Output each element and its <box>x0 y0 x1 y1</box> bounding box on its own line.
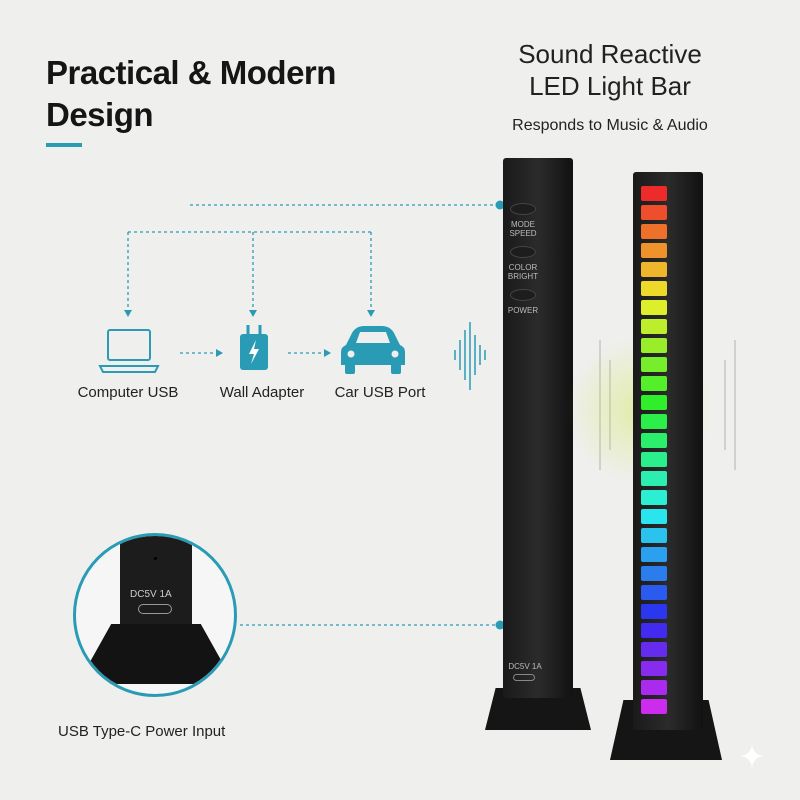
led-segment <box>641 566 667 581</box>
power-adapter-icon <box>240 325 268 370</box>
led-segment <box>641 205 667 220</box>
led-segment <box>641 395 667 410</box>
button-label: MODE <box>511 220 535 229</box>
led-segment <box>641 585 667 600</box>
led-segment <box>641 262 667 277</box>
mode-speed-button[interactable] <box>510 203 536 215</box>
led-column <box>641 186 671 718</box>
led-segment <box>641 281 667 296</box>
led-segment <box>641 243 667 258</box>
button-label: COLOR <box>508 263 538 272</box>
sparkle-icon <box>740 744 764 768</box>
laptop-icon <box>98 329 160 373</box>
heading-line-2: Design <box>46 96 154 133</box>
sound-wave-icon <box>454 322 486 390</box>
car-icon <box>341 326 405 374</box>
led-segment <box>641 604 667 619</box>
product-subtitle: Responds to Music & Audio <box>512 117 708 134</box>
led-segment <box>641 376 667 391</box>
button-label: BRIGHT <box>507 272 539 281</box>
led-segment <box>641 642 667 657</box>
led-segment <box>641 186 667 201</box>
motion-arrows <box>599 340 736 470</box>
led-segment <box>641 661 667 676</box>
led-segment <box>641 357 667 372</box>
port-rating: DC5V 1A <box>508 662 542 671</box>
led-segment <box>641 452 667 467</box>
closeup-usb-c-port <box>138 604 172 614</box>
closeup-port-rating: DC5V 1A <box>130 589 172 600</box>
led-segment <box>641 509 667 524</box>
port-detail-circle: DC5V 1A <box>73 533 237 697</box>
led-segment <box>641 471 667 486</box>
color-bright-button[interactable] <box>510 246 536 258</box>
led-segment <box>641 623 667 638</box>
product-title-line-1: Sound Reactive <box>518 39 702 69</box>
led-segment <box>641 338 667 353</box>
led-segment <box>641 319 667 334</box>
led-segment <box>641 699 667 714</box>
right-light-bar <box>633 172 703 730</box>
bar-closeup: DC5V 1A <box>120 536 192 636</box>
led-segment <box>641 433 667 448</box>
label-computer-usb: Computer USB <box>77 384 179 401</box>
led-segment <box>641 547 667 562</box>
product-title-line-2: LED Light Bar <box>529 71 691 101</box>
label-car-usb: Car USB Port <box>334 384 426 401</box>
power-button[interactable] <box>510 289 536 301</box>
led-segment <box>641 680 667 695</box>
led-segment <box>641 300 667 315</box>
heading-line-1: Practical & Modern <box>46 54 336 91</box>
power-label: POWER <box>507 306 539 315</box>
led-segment <box>641 490 667 505</box>
closeup-base <box>86 624 226 684</box>
led-segment <box>641 414 667 429</box>
heading-underline <box>46 143 82 147</box>
usb-c-port <box>513 674 535 681</box>
port-caption: USB Type-C Power Input <box>58 723 226 740</box>
button-label: SPEED <box>509 229 537 238</box>
label-wall-adapter: Wall Adapter <box>219 384 305 401</box>
led-segment <box>641 224 667 239</box>
led-segment <box>641 528 667 543</box>
